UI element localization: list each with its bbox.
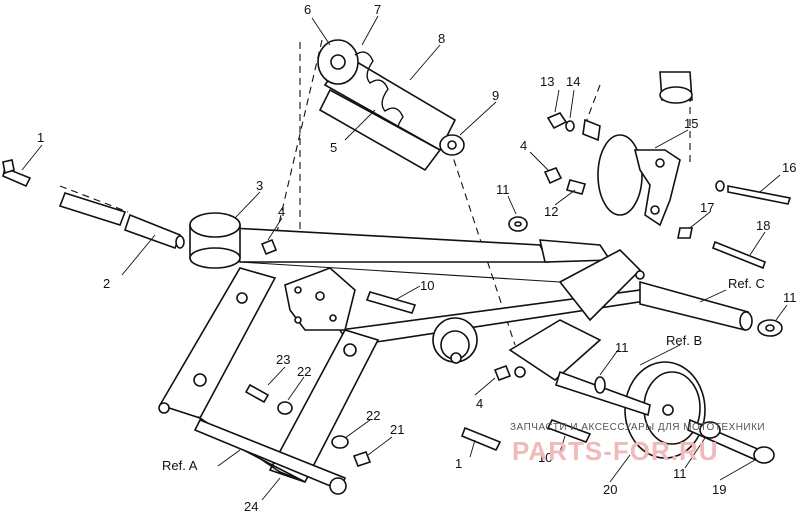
callout-3: 3	[256, 178, 263, 193]
callout-17: 17	[700, 200, 714, 215]
bottom-crossbar	[193, 418, 347, 495]
callout-5: 5	[330, 140, 337, 155]
callout-labels: 1 1 2 3 4 4 4 5 6 7 8 9 10 10 11 11 11 1…	[37, 2, 797, 514]
callout-11-c: 11	[615, 340, 629, 355]
callout-1-bottom: 1	[455, 456, 462, 471]
callout-10-top: 10	[420, 278, 434, 293]
callout-16: 16	[782, 160, 796, 175]
leader-lines	[21, 15, 788, 501]
ref-c-label: Ref. C	[728, 276, 765, 291]
callout-7: 7	[374, 2, 381, 17]
upper-right-hardware	[508, 71, 792, 337]
callout-18: 18	[756, 218, 770, 233]
callout-8: 8	[438, 31, 445, 46]
callout-11-a: 11	[496, 182, 510, 197]
callout-11-b: 11	[783, 290, 797, 305]
left-arm	[158, 267, 380, 483]
fasteners	[2, 159, 592, 467]
spacer-ring-top	[189, 212, 241, 269]
callout-13: 13	[540, 74, 554, 89]
callout-15: 15	[684, 116, 698, 131]
watermark-tagline: ЗАПЧАСТИ И АКСЕССУАРЫ ДЛЯ МОТОТЕХНИКИ	[510, 422, 765, 433]
left-pins	[58, 192, 185, 250]
callout-10-bottom: 10	[538, 450, 552, 465]
callout-22-bottom: 22	[366, 408, 380, 423]
watermark-brand: PARTS-FOR.RU	[512, 436, 719, 466]
callout-4-right: 4	[520, 138, 527, 153]
front-mount-block	[508, 239, 645, 382]
callout-2: 2	[103, 276, 110, 291]
callout-6: 6	[304, 2, 311, 17]
callout-21: 21	[390, 422, 404, 437]
callout-14: 14	[566, 74, 580, 89]
callout-1-left: 1	[37, 130, 44, 145]
callout-4-bottom: 4	[476, 396, 483, 411]
ref-b-label: Ref. B	[666, 333, 702, 348]
spacer-ring-mid	[432, 317, 478, 364]
callout-24: 24	[244, 499, 258, 514]
callout-12: 12	[544, 204, 558, 219]
callout-11-d: 11	[673, 466, 687, 481]
ref-a-label: Ref. A	[162, 458, 198, 473]
upper-crossbar	[230, 227, 561, 283]
spring-cam-plate	[597, 134, 681, 227]
front-shaft	[639, 280, 753, 331]
callout-20: 20	[603, 482, 617, 497]
callout-4-left: 4	[278, 204, 285, 219]
callout-23: 23	[276, 352, 290, 367]
pivot-bracket	[284, 267, 356, 331]
callout-9: 9	[492, 88, 499, 103]
callout-22-top: 22	[297, 364, 311, 379]
shock-absorber	[317, 39, 465, 172]
watermark: ЗАПЧАСТИ И АКСЕССУАРЫ ДЛЯ МОТОТЕХНИКИ PA…	[510, 422, 765, 466]
callout-19: 19	[712, 482, 726, 497]
idler-wheel	[555, 361, 775, 464]
